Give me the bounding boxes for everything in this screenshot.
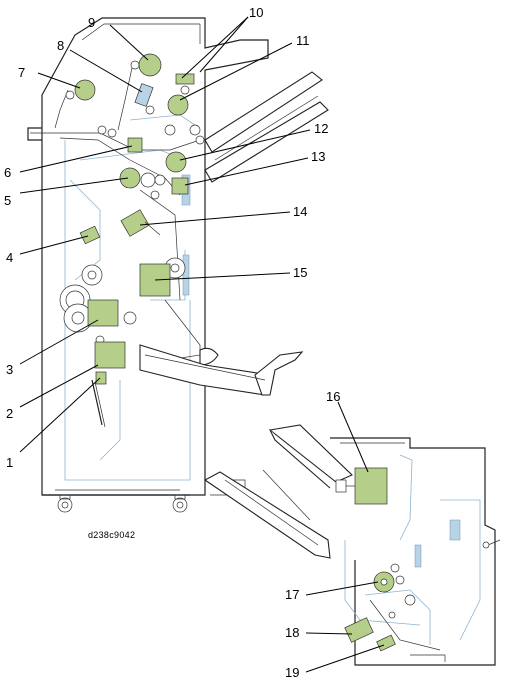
callout-labels: 1 2 3 4 5 6 7 8 9 10 11 12 13 14 15 16 1… — [4, 5, 340, 680]
component-9-motor — [138, 53, 162, 77]
finisher-lower-unit — [203, 424, 501, 666]
callout-8: 8 — [57, 38, 64, 53]
component-16-motor — [354, 467, 388, 505]
callout-2: 2 — [6, 406, 13, 421]
component-19-sensor — [376, 634, 396, 652]
callout-11: 11 — [296, 33, 310, 48]
callout-1: 1 — [6, 455, 13, 470]
callout-7: 7 — [18, 65, 25, 80]
component-1-sensor — [95, 371, 107, 385]
callout-4: 4 — [6, 250, 13, 265]
callout-15: 15 — [293, 265, 307, 280]
callout-6: 6 — [4, 165, 11, 180]
callout-leaders — [19, 16, 385, 673]
lower-unit-components — [344, 467, 396, 652]
callout-9: 9 — [88, 15, 95, 30]
callout-18: 18 — [285, 625, 299, 640]
component-4-sensor — [79, 225, 101, 245]
callout-3: 3 — [6, 362, 13, 377]
callout-10: 10 — [249, 5, 263, 20]
callout-13: 13 — [311, 149, 325, 164]
component-18-sensor — [344, 617, 374, 643]
callout-19: 19 — [285, 665, 299, 680]
component-11-motor — [167, 94, 189, 116]
component-8-sensor — [134, 83, 154, 107]
component-7-motor — [74, 79, 96, 101]
callout-16: 16 — [326, 389, 340, 404]
main-unit-components — [54, 53, 195, 385]
callout-14: 14 — [293, 204, 307, 219]
component-6-sensor — [127, 137, 143, 153]
callout-5: 5 — [4, 193, 11, 208]
component-12-motor — [165, 151, 187, 173]
component-3-motor — [87, 299, 119, 327]
finisher-main-unit — [27, 17, 329, 513]
component-10-solenoid — [175, 73, 195, 85]
component-5-motor — [119, 167, 141, 189]
component-14-solenoid — [120, 209, 150, 237]
figure-id: d238c9042 — [88, 530, 135, 540]
callout-12: 12 — [314, 121, 328, 136]
component-2-motor — [94, 341, 126, 369]
component-13-sensor — [171, 177, 189, 195]
callout-17: 17 — [285, 587, 299, 602]
